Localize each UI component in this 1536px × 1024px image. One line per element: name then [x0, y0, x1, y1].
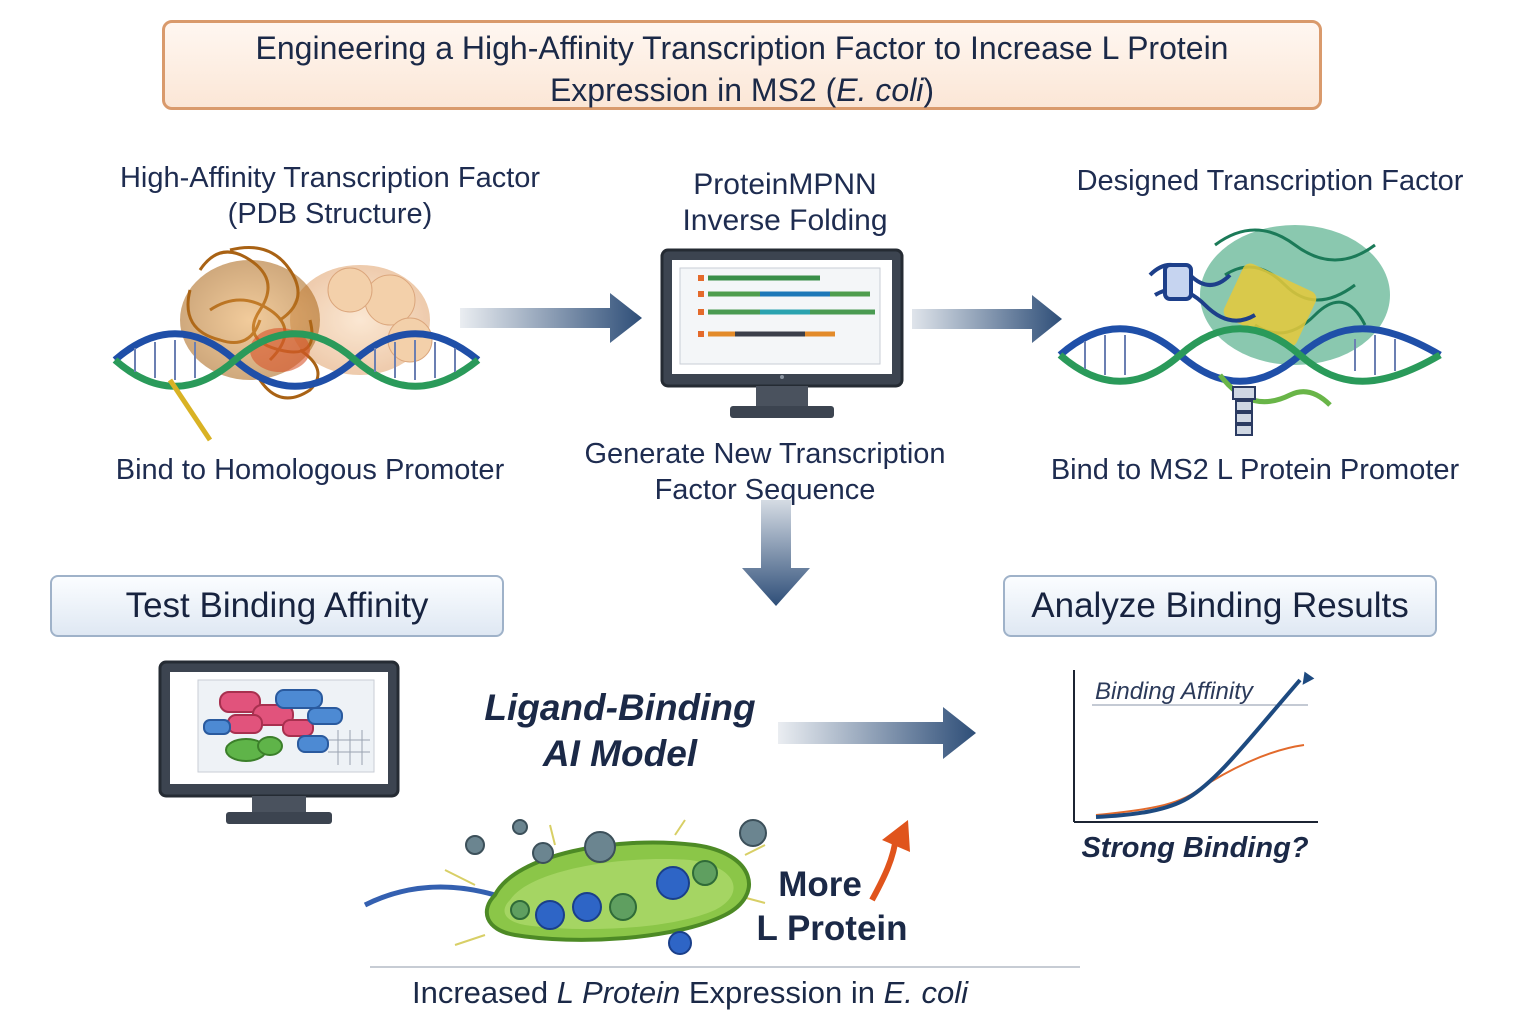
designed-protein-dna-icon	[1057, 225, 1442, 436]
title-line-1: Engineering a High-Affinity Transcriptio…	[255, 30, 1229, 66]
designed-tf-heading: Designed Transcription Factor	[1076, 165, 1464, 197]
analyze-binding-results-box: Analyze Binding Results	[1003, 575, 1437, 637]
arrow-right-icon	[460, 293, 642, 343]
more-l-protein-label: More L Protein	[756, 865, 908, 948]
up-arrow-icon	[869, 820, 910, 902]
binding-affinity-chart-label: Binding Affinity	[1095, 678, 1253, 705]
ms2-promoter-caption: Bind to MS2 L Protein Promoter	[1050, 454, 1460, 486]
binding-test-monitor-icon	[158, 660, 400, 824]
computer-monitor-icon	[660, 248, 904, 418]
homologous-promoter-caption: Bind to Homologous Promoter	[115, 454, 505, 486]
arrow-down-icon	[742, 500, 810, 606]
arrow-right-icon-2	[912, 295, 1062, 343]
test-binding-affinity-box: Test Binding Affinity	[50, 575, 504, 637]
bacterium-icon	[363, 819, 767, 955]
footer-caption: Increased L Protein Expression in E. col…	[411, 975, 969, 1010]
strong-binding-caption: Strong Binding?	[1081, 832, 1309, 864]
line-chart-icon	[1073, 670, 1318, 823]
arrow-right-icon-3	[778, 707, 976, 759]
proteinmpnn-heading: ProteinMPNN Inverse Folding	[682, 168, 888, 237]
generate-sequence-caption: Generate New Transcription Factor Sequen…	[584, 438, 946, 506]
pdb-structure-heading: High-Affinity Transcription Factor (PDB …	[119, 162, 541, 230]
footer-divider	[370, 966, 1080, 968]
ai-model-label: Ligand-Binding AI Model	[484, 687, 756, 774]
title-box: Engineering a High-Affinity Transcriptio…	[162, 20, 1322, 110]
title-line-2: Expression in MS2 (E. coli)	[549, 72, 935, 108]
protein-dna-complex-icon	[112, 246, 481, 442]
